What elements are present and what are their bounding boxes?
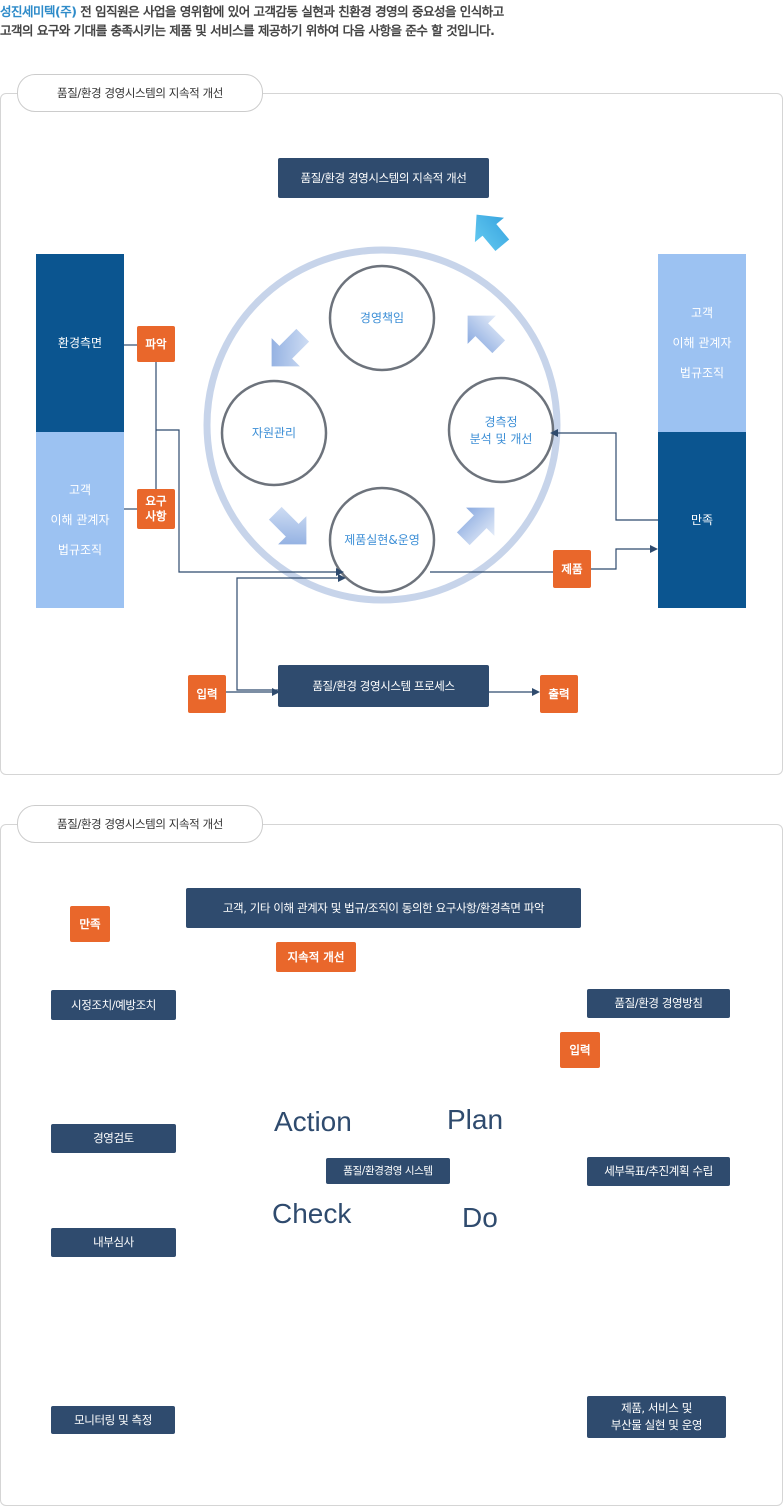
label-resource: 자원관리 [251, 425, 297, 440]
s1-left-law: 법규조직 [57, 543, 103, 557]
badge-input-1: 입력 [188, 675, 226, 713]
intro-text: 성진세미텍(주) 전 임직원은 사업을 영위함에 있어 고객감동 실현과 친환경… [0, 2, 783, 40]
label-measure: 경측정 분석 및 개선 [449, 413, 553, 449]
circle-management [328, 264, 436, 372]
s1-right-satisfy-label: 만족 [690, 513, 714, 527]
section2-tag: 품질/환경 경영시스템의 지속적 개선 [17, 805, 263, 843]
s1-process-box: 품질/환경 경영시스템 프로세스 [278, 665, 489, 707]
arrow-improve-up [474, 214, 510, 252]
company-name: 성진세미텍(주) [0, 4, 77, 19]
arrow-product-to-measure [456, 507, 495, 546]
s1-left-interested: 이해 관계자 [50, 513, 110, 527]
circle-product [328, 486, 436, 594]
box-corrective-action: 시정조치/예방조치 [51, 990, 176, 1020]
s1-right-customer: 고객 [690, 306, 714, 320]
box-internal-audit: 내부심사 [51, 1228, 176, 1257]
arrow-resource-to-product [268, 506, 307, 545]
s2-requirements-box: 고객, 기타 이해 관계자 및 법규/조직이 동의한 요구사항/환경측면 파악 [186, 888, 581, 928]
box-monitoring: 모니터링 및 측정 [51, 1406, 175, 1434]
s1-left-env-column: 환경측면 [36, 254, 124, 432]
s1-left-stakeholder-column: 고객 이해 관계자 법규조직 [36, 432, 124, 608]
label-product-realization: 제품실현&운영 [344, 532, 420, 547]
pdca-center-label: 품질/환경경영 시스템 [326, 1158, 450, 1184]
box-realization: 제품, 서비스 및 부산물 실현 및 운영 [587, 1396, 726, 1438]
s1-right-law: 법규조직 [679, 366, 725, 380]
label-management: 경영책임 [359, 310, 405, 325]
circle-resource [220, 379, 328, 487]
section1-tag: 품질/환경 경영시스템의 지속적 개선 [17, 74, 263, 112]
badge-requirements: 요구 사항 [137, 489, 175, 529]
badge-input-2: 입력 [560, 1032, 600, 1068]
label-measure-line1: 경측정 [484, 415, 518, 429]
connector-arrowheads-1 [272, 429, 658, 696]
badge-grasp: 파악 [137, 326, 175, 362]
badge-req-line2: 사항 [145, 509, 167, 523]
s1-top-improve-box: 품질/환경 경영시스템의 지속적 개선 [278, 158, 489, 198]
box-realization-line1: 제품, 서비스 및 [621, 1401, 692, 1415]
badge-req-line1: 요구 [145, 494, 167, 508]
s1-right-interested: 이해 관계자 [672, 336, 732, 350]
circle-measure [447, 376, 555, 484]
pdca-check: Check [272, 1198, 352, 1229]
arrow-measure-to-mgmt [467, 315, 506, 354]
intro-line1-text: 전 임직원은 사업을 영위함에 있어 고객감동 실현과 친환경 경영의 중요성을… [76, 4, 504, 19]
badge-satisfy: 만족 [70, 906, 110, 942]
box-realization-line2: 부산물 실현 및 운영 [610, 1418, 703, 1432]
box-goals: 세부목표/추진계획 수립 [587, 1157, 730, 1186]
pdca-plan: Plan [447, 1104, 504, 1135]
box-management-review: 경영검토 [51, 1124, 176, 1153]
s1-left-env-label: 환경측면 [57, 336, 103, 350]
badge-product: 제품 [553, 550, 591, 588]
s1-left-customer: 고객 [68, 483, 92, 497]
pdca-action: Action [274, 1106, 352, 1137]
connector-lines-1 [124, 344, 658, 693]
intro-line2: 고객의 요구와 기대를 충족시키는 제품 및 서비스를 제공하기 위하여 다음 … [0, 23, 495, 38]
badge-continuous-improve: 지속적 개선 [276, 942, 356, 972]
pdca-do: Do [462, 1202, 498, 1233]
s1-right-stakeholder-column: 고객 이해 관계자 법규조직 [658, 254, 746, 432]
s1-right-satisfy-column: 만족 [658, 432, 746, 608]
intro-line1: 성진세미텍(주) 전 임직원은 사업을 영위함에 있어 고객감동 실현과 친환경… [0, 2, 783, 21]
arrow-mgmt-to-resource [271, 328, 310, 367]
label-measure-line2: 분석 및 개선 [469, 432, 533, 446]
box-policy: 품질/환경 경영방침 [587, 989, 730, 1018]
badge-output: 출력 [540, 675, 578, 713]
